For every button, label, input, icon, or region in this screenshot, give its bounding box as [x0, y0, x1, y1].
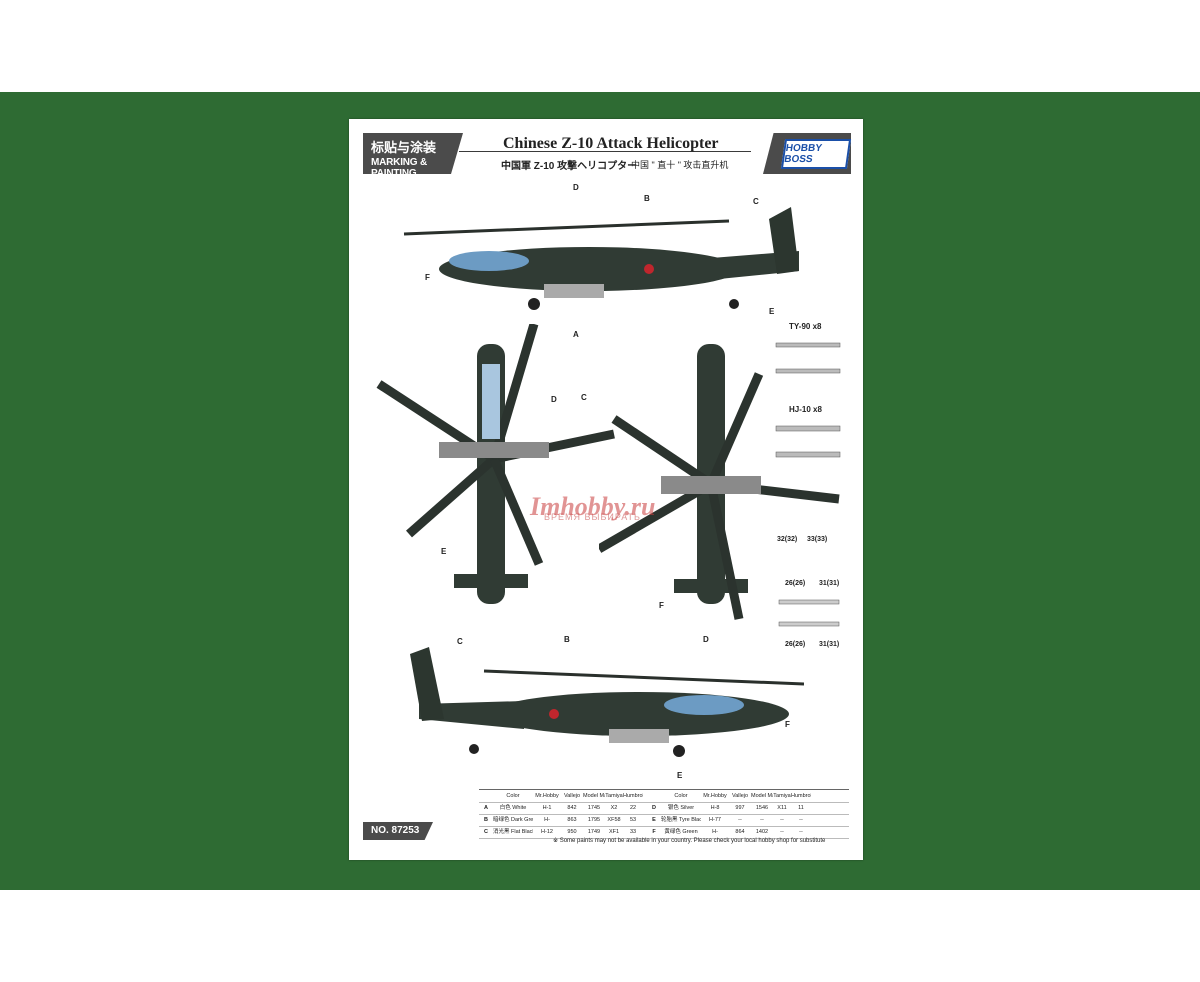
paint-footnote: ※ Some paints may not be available in yo…: [553, 838, 826, 844]
tail-plane: [454, 574, 528, 588]
rotor-blade: [489, 324, 539, 461]
wheel: [528, 298, 540, 310]
stub-wing: [661, 476, 761, 494]
rotor-blade: [403, 219, 730, 236]
weapon-pods: [609, 729, 669, 743]
wheel: [673, 745, 685, 757]
pod-label: 33(33): [807, 536, 828, 543]
missile-hj10: [775, 425, 841, 458]
callout: E: [441, 547, 447, 556]
missile-ty90: [775, 342, 841, 374]
callout: D: [573, 183, 579, 192]
rotor-blade: [599, 480, 714, 553]
callout: F: [659, 601, 664, 610]
roundel: [644, 264, 654, 274]
callout: D: [551, 395, 557, 404]
callout: F: [785, 720, 790, 729]
watermark-slogan: ВРЕМЯ ВЫБИРАТЬ: [544, 512, 641, 522]
kit-number: NO. 87253: [363, 822, 433, 840]
rotor-blade: [489, 457, 544, 566]
header-title-en: MARKING & PAINTING: [371, 157, 427, 179]
canopy: [664, 695, 744, 715]
callout: B: [644, 194, 650, 203]
pod-label: 26(26): [785, 580, 806, 587]
tail-boom: [419, 701, 524, 729]
callout: C: [753, 197, 759, 206]
pod-label: 32(32): [777, 536, 798, 543]
callout: E: [677, 771, 683, 780]
watermark-text: Imhobby.ru: [530, 492, 656, 521]
pod-label: 26(26): [785, 641, 806, 648]
subtitle-cn: 中国 " 直十 " 攻击直升机: [631, 160, 729, 170]
rotor-blade: [611, 415, 714, 488]
callout: E: [769, 307, 775, 316]
weapon-pylon: [778, 599, 840, 627]
header-left-tab: 标贴与涂装 MARKING & PAINTING: [363, 133, 463, 174]
ty90-label: TY-90 x8: [789, 322, 822, 331]
wheel: [729, 299, 739, 309]
callout: D: [703, 635, 709, 644]
tail-fin: [769, 207, 799, 274]
canopy-top: [482, 364, 500, 439]
rotor-blade: [706, 372, 764, 486]
hj10-label: HJ-10 x8: [789, 405, 822, 414]
weapon-pods: [544, 284, 604, 298]
heli-side-view-bottom: [410, 647, 804, 757]
main-title: Chinese Z-10 Attack Helicopter: [503, 135, 719, 152]
tail-fin: [410, 647, 444, 721]
callout: C: [457, 637, 463, 646]
callout: A: [573, 330, 579, 339]
stub-wing: [439, 442, 549, 458]
sheet-header: 标贴与涂装 MARKING & PAINTING Chinese Z-10 At…: [363, 133, 852, 174]
tail-boom: [699, 251, 799, 281]
roundel: [549, 709, 559, 719]
callout: F: [425, 273, 430, 282]
callout: B: [564, 635, 570, 644]
heli-bottom-view: [599, 344, 840, 620]
callout: C: [581, 393, 587, 402]
pod-label: 31(31): [819, 641, 840, 648]
subtitle-jp: 中国軍 Z-10 攻撃ヘリコプター: [501, 161, 638, 172]
hobbyboss-logo: HOBBY BOSS: [780, 139, 852, 169]
rotor-blade: [483, 669, 804, 686]
heli-top-view: [376, 324, 615, 604]
wheel: [469, 744, 479, 754]
rotor-blade: [706, 483, 744, 620]
canopy: [449, 251, 529, 271]
header-title-cn: 标贴与涂装: [371, 140, 437, 155]
rotor-blade: [406, 455, 497, 538]
instruction-sheet: 标贴与涂装 MARKING & PAINTING Chinese Z-10 At…: [349, 119, 863, 860]
header-divider: [459, 151, 751, 152]
heli-side-view-top: [403, 207, 799, 310]
pod-label: 31(31): [819, 580, 840, 587]
